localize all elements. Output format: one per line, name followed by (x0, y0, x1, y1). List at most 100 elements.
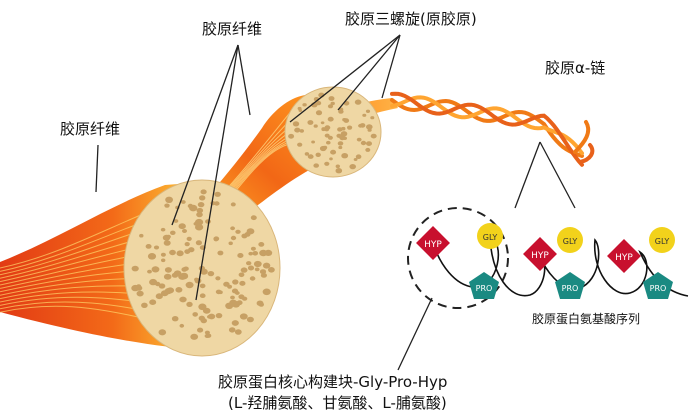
granule (256, 262, 262, 267)
granule (246, 316, 254, 323)
granule (360, 140, 367, 146)
granule (234, 329, 242, 335)
granule (178, 223, 186, 230)
granules-small (288, 92, 377, 174)
granule (320, 121, 325, 125)
alpha-chain-end (573, 120, 591, 154)
granule (196, 212, 203, 218)
residue-hyp-label: HYP (424, 240, 442, 250)
granule (198, 315, 205, 321)
granule (192, 312, 198, 317)
granule (176, 250, 184, 257)
granule (292, 121, 300, 127)
granule (248, 251, 253, 256)
label-triple-helix: 胶原三螺旋(原胶原) (345, 10, 477, 28)
granule (158, 329, 167, 336)
granule (338, 145, 343, 150)
granule (197, 202, 205, 208)
granule (235, 229, 241, 234)
granule (153, 245, 160, 250)
granule (180, 272, 189, 280)
label-collagen-fiber-left: 胶原纤维 (60, 120, 121, 138)
granule (215, 313, 223, 319)
granule (149, 299, 157, 306)
granule (338, 109, 344, 114)
granule (198, 303, 207, 311)
granule (230, 202, 236, 207)
granule (184, 242, 190, 247)
granule (169, 249, 176, 256)
granule (204, 308, 211, 314)
granule (324, 161, 330, 166)
granule (250, 246, 256, 251)
residue-pro: PRO (555, 272, 585, 299)
granule (147, 252, 157, 260)
granule (227, 284, 233, 289)
granule (163, 240, 171, 246)
granule (356, 137, 362, 142)
granule (260, 273, 267, 278)
granule (147, 269, 152, 274)
granule (237, 253, 244, 258)
granule (262, 288, 271, 296)
granule (297, 142, 303, 147)
granule (365, 147, 371, 152)
granule (313, 163, 320, 168)
granule (149, 278, 158, 286)
residue-pro: PRO (469, 272, 499, 299)
granule (131, 265, 139, 272)
granule (164, 267, 172, 273)
granule (258, 302, 264, 307)
granule (186, 236, 192, 241)
pointer-lines (95, 34, 576, 371)
granule (195, 223, 204, 231)
granule (288, 133, 295, 139)
granule (322, 145, 328, 150)
granule (231, 320, 239, 326)
granule (186, 301, 193, 307)
granule (205, 333, 212, 338)
granule (200, 189, 207, 195)
residue-hyp-label: HYP (531, 251, 549, 261)
label-alpha-chain: 胶原α-链 (545, 59, 606, 77)
granule (240, 267, 248, 273)
granule (217, 250, 224, 256)
granule (239, 280, 246, 286)
granule (236, 300, 243, 306)
granule (324, 125, 331, 130)
granule (215, 276, 221, 281)
residue-gly: GLY (557, 227, 583, 253)
granule (247, 265, 255, 271)
residue-gly-label: GLY (655, 237, 670, 246)
granule (315, 110, 323, 116)
granule (311, 140, 315, 144)
granule (349, 164, 357, 170)
granule (225, 302, 234, 309)
granule (145, 244, 152, 249)
granule (230, 226, 236, 231)
granule (327, 104, 334, 109)
granule (259, 269, 267, 275)
residue-pro: PRO (643, 272, 673, 299)
granule (230, 295, 235, 300)
residue-pro-label: PRO (650, 284, 667, 293)
granule (164, 203, 170, 208)
granule (354, 99, 362, 105)
granule (173, 219, 179, 223)
granule (367, 128, 372, 132)
granule (214, 191, 221, 197)
granule (313, 124, 318, 128)
granule (189, 204, 198, 212)
alpha-chain-strand (390, 91, 584, 167)
granule (207, 271, 215, 277)
granule (160, 227, 166, 232)
granule (252, 251, 259, 256)
granule (370, 116, 375, 120)
granule (339, 135, 346, 141)
granule (199, 195, 206, 201)
granule (160, 290, 169, 297)
granule (161, 258, 166, 263)
granule (246, 261, 252, 266)
